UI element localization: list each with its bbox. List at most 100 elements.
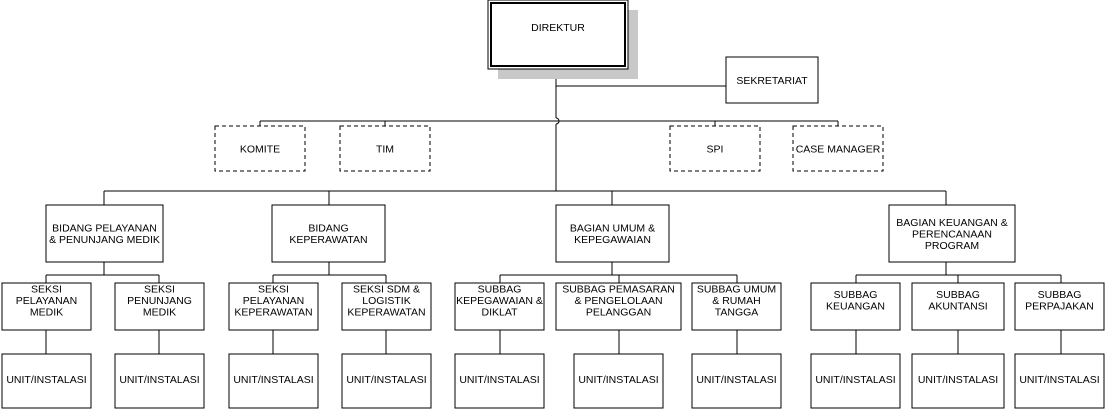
- division-umum-frame: [555, 204, 670, 263]
- division-keuangan-frame: [888, 204, 1016, 263]
- unit-instalasi-box-7-frame: [810, 353, 901, 409]
- unit-instalasi-box-5-label-line: UNIT/INSTALASI: [578, 374, 658, 386]
- director-box-frame: [487, 0, 629, 70]
- section-subbag-akuntansi-label-line: SUBBAG: [936, 289, 980, 301]
- unit-instalasi-box-8-frame: [911, 353, 1005, 409]
- unit-instalasi-box-5-frame: [573, 353, 664, 409]
- section-subbag-pemasaran-label-line: & PENGELOLAAN: [574, 295, 662, 307]
- staff-komite-label-line: KOMITE: [240, 143, 280, 155]
- secretariat-box: SEKRETARIAT: [725, 56, 819, 104]
- unit-instalasi-box-4: UNIT/INSTALASI: [454, 353, 545, 409]
- unit-instalasi-box-4-frame: [454, 353, 545, 409]
- director-box-inner-frame: [490, 2, 626, 67]
- division-pelayanan-frame: [45, 204, 164, 263]
- unit-instalasi-box-2-label-line: UNIT/INSTALASI: [233, 374, 313, 386]
- section-subbag-keuangan-frame: [810, 282, 901, 331]
- section-seksi-pelayanan-medik-label-line: PELAYANAN: [16, 295, 77, 307]
- section-seksi-penunjang-medik-label-line: PENUNJANG: [127, 295, 192, 307]
- unit-instalasi-box-5: UNIT/INSTALASI: [573, 353, 664, 409]
- staff-komite: KOMITE: [214, 125, 306, 172]
- section-subbag-akuntansi-frame: [911, 282, 1005, 331]
- unit-instalasi-box-9-frame: [1014, 353, 1105, 409]
- unit-instalasi-box-1: UNIT/INSTALASI: [114, 353, 205, 409]
- unit-instalasi-box-7: UNIT/INSTALASI: [810, 353, 901, 409]
- division-pelayanan-label-line: & PENUNJANG MEDIK: [49, 234, 160, 246]
- section-seksi-penunjang-medik-label-line: MEDIK: [143, 306, 176, 318]
- section-subbag-perpajakan-frame: [1014, 282, 1105, 331]
- section-seksi-penunjang-medik-frame: [114, 282, 205, 331]
- division-pelayanan-label-line: BIDANG PELAYANAN: [52, 223, 157, 235]
- director-box: DIREKTUR: [487, 0, 638, 79]
- staff-tim-frame: [339, 125, 431, 172]
- section-seksi-pelayanan-medik-label-line: MEDIK: [30, 306, 63, 318]
- staff-spi: SPI: [669, 125, 761, 172]
- secretariat-box-frame: [725, 56, 819, 104]
- section-seksi-pelayanan-medik-frame: [1, 282, 92, 331]
- staff-spi-frame: [669, 125, 761, 172]
- division-keuangan-label-line: PROGRAM: [925, 240, 979, 252]
- unit-instalasi-box-3-frame: [341, 353, 432, 409]
- unit-instalasi-box-0: UNIT/INSTALASI: [1, 353, 92, 409]
- unit-instalasi-box-0-frame: [1, 353, 92, 409]
- unit-instalasi-box-8-label-line: UNIT/INSTALASI: [918, 374, 998, 386]
- section-seksi-pelayanan-keperawatan-label-line: SEKSI: [258, 283, 289, 295]
- section-seksi-sdm-logistik-label-line: KEPERAWATAN: [347, 306, 425, 318]
- section-subbag-keuangan-label-line: SUBBAG: [834, 289, 878, 301]
- section-subbag-perpajakan-label-line: PERPAJAKAN: [1025, 301, 1094, 313]
- division-keuangan-label-line: BAGIAN KEUANGAN &: [896, 217, 1007, 229]
- director-box-label-line: DIREKTUR: [531, 22, 585, 34]
- section-subbag-pemasaran-frame: [555, 282, 682, 331]
- staff-komite-frame: [214, 125, 306, 172]
- division-keperawatan-label-line: BIDANG: [308, 223, 348, 235]
- section-subbag-umum-rumah-tangga-label-line: SUBBAG UMUM: [697, 283, 776, 295]
- division-keperawatan-frame: [271, 204, 386, 263]
- division-umum-label-line: KEPEGAWAIAN: [574, 234, 651, 246]
- unit-instalasi-box-6-label-line: UNIT/INSTALASI: [696, 374, 776, 386]
- section-seksi-pelayanan-medik-label-line: SEKSI: [31, 283, 62, 295]
- unit-instalasi-box-3-label-line: UNIT/INSTALASI: [346, 374, 426, 386]
- section-subbag-umum-rumah-tangga-label-line: & RUMAH: [712, 295, 760, 307]
- unit-instalasi-box-6-frame: [691, 353, 782, 409]
- unit-instalasi-box-1-label-line: UNIT/INSTALASI: [119, 374, 199, 386]
- division-umum: BAGIAN UMUM &KEPEGAWAIAN: [555, 204, 670, 263]
- section-subbag-pemasaran-label-line: SUBBAG PEMASARAN: [562, 283, 675, 295]
- section-subbag-kepegawaian-diklat-label-line: SUBBAG: [478, 283, 522, 295]
- section-seksi-pelayanan-keperawatan-label-line: PELAYANAN: [243, 295, 304, 307]
- division-keperawatan-label-line: KEPERAWATAN: [289, 234, 367, 246]
- unit-instalasi-box-8: UNIT/INSTALASI: [911, 353, 1005, 409]
- unit-instalasi-box-9-label-line: UNIT/INSTALASI: [1019, 374, 1099, 386]
- unit-instalasi-box-2: UNIT/INSTALASI: [228, 353, 319, 409]
- section-seksi-sdm-logistik-frame: [341, 282, 432, 331]
- section-subbag-umum-rumah-tangga-frame: [691, 282, 782, 331]
- staff-tim: TIM: [339, 125, 431, 172]
- unit-instalasi-box-2-frame: [228, 353, 319, 409]
- secretariat-box-label-line: SEKRETARIAT: [736, 75, 808, 87]
- section-seksi-sdm-logistik-label-line: SEKSI SDM &: [353, 283, 420, 295]
- staff-case-manager-frame: [792, 125, 884, 172]
- section-subbag-kepegawaian-diklat-label-line: DIKLAT: [482, 306, 519, 318]
- section-seksi-sdm-logistik-label-line: LOGISTIK: [362, 295, 410, 307]
- connector-lines: [45, 69, 1062, 354]
- section-subbag-kepegawaian-diklat-label-line: KEPEGAWAIAN &: [456, 295, 543, 307]
- unit-instalasi-box-0-label-line: UNIT/INSTALASI: [6, 374, 86, 386]
- staff-case-manager-label-line: CASE MANAGER: [796, 143, 881, 155]
- staff-case-manager: CASE MANAGER: [792, 125, 884, 172]
- unit-instalasi-box-1-frame: [114, 353, 205, 409]
- section-subbag-kepegawaian-diklat-frame: [454, 282, 545, 331]
- unit-instalasi-box-9: UNIT/INSTALASI: [1014, 353, 1105, 409]
- unit-instalasi-box-6: UNIT/INSTALASI: [691, 353, 782, 409]
- division-keuangan-label-line: PERENCANAAN: [912, 228, 992, 240]
